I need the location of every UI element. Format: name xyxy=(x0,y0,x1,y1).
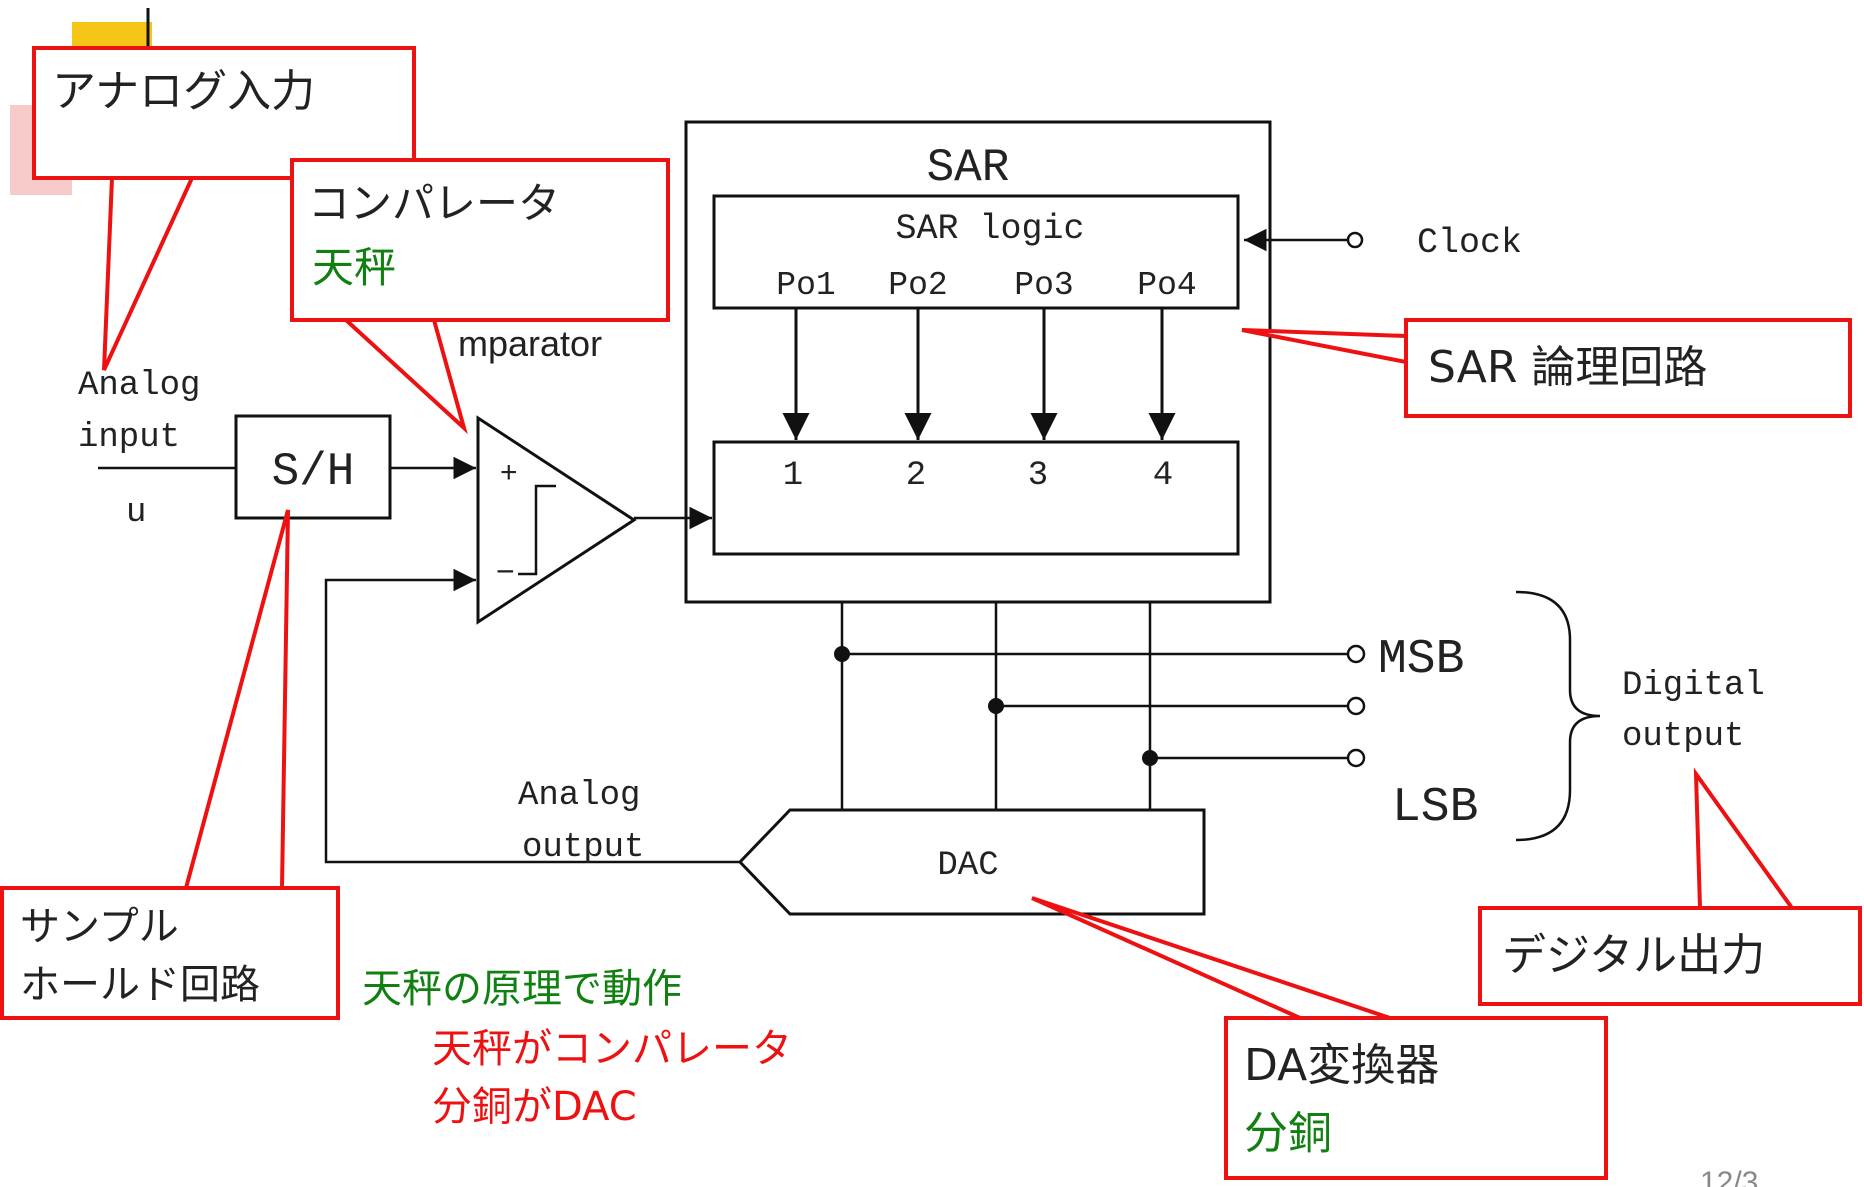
analog-input-label-2: input xyxy=(78,419,180,457)
reg-1: 1 xyxy=(783,457,803,495)
msb-junction xyxy=(834,646,850,662)
reg-3: 3 xyxy=(1028,457,1048,495)
sar-logic-callout-pointer xyxy=(1241,328,1407,364)
digital-output-brace xyxy=(1515,590,1601,842)
sar-box xyxy=(684,120,1272,604)
dac-label: DAC xyxy=(937,847,998,885)
comparator-callout-pointer xyxy=(344,318,468,435)
po2-label: Po2 xyxy=(888,267,947,304)
sample-hold-callout-text-1: サンプル xyxy=(20,904,179,950)
sample-hold-callout-pointer xyxy=(184,509,290,889)
principle-note-line-3: 分銅がDAC xyxy=(432,1084,637,1130)
page-number: 12/3 xyxy=(1700,1166,1758,1187)
sample-hold-callout-text-2: ホールド回路 xyxy=(20,962,260,1008)
principle-note-line-1: 天秤の原理で動作 xyxy=(362,966,682,1012)
dac-callout-pointer xyxy=(1031,896,1391,1020)
comparator-step-symbol xyxy=(518,484,556,576)
analog-input-label-1: Analog xyxy=(78,367,200,405)
mid-bit-junction xyxy=(988,698,1004,714)
analog-output-label-1: Analog xyxy=(518,777,640,815)
digital-output-callout-text: デジタル出力 xyxy=(1502,930,1765,981)
analog-input-callout-pointer xyxy=(102,177,194,371)
comparator-callout-text-1: コンパレータ xyxy=(308,179,560,228)
comparator-minus: − xyxy=(496,553,515,589)
po3-label: Po3 xyxy=(1014,267,1073,304)
comparator-label-fragment: mparator xyxy=(458,323,602,364)
lsb-terminal xyxy=(1346,748,1366,768)
comparator-plus: + xyxy=(500,456,518,489)
sample-hold-callout xyxy=(0,886,340,1020)
dac-callout-text-2: 分銅 xyxy=(1244,1108,1332,1159)
msb-terminal xyxy=(1346,644,1366,664)
analog-output-label-2: output xyxy=(522,829,644,867)
clock-label: Clock xyxy=(1417,223,1522,263)
sar-logic-box xyxy=(712,194,1240,310)
sar-logic-label: SAR logic xyxy=(895,209,1084,249)
analog-input-callout xyxy=(32,46,416,180)
sar-logic-callout-text: SAR 論理回路 xyxy=(1428,342,1707,393)
comparator-callout-text-2: 天秤 xyxy=(312,243,396,292)
sh-label: S/H xyxy=(272,446,355,498)
feedback-line xyxy=(324,568,742,864)
principle-note-line-2: 天秤がコンパレータ xyxy=(432,1026,792,1072)
po1-label: Po1 xyxy=(776,267,835,304)
comparator-triangle xyxy=(476,415,637,625)
lsb-label: LSB xyxy=(1392,781,1478,835)
comparator-callout xyxy=(290,158,670,322)
msb-label: MSB xyxy=(1378,633,1464,687)
reg-4: 4 xyxy=(1153,457,1173,495)
dac-callout xyxy=(1224,1016,1608,1180)
sar-logic-callout xyxy=(1404,318,1852,418)
register-box xyxy=(712,440,1240,556)
digital-output-label-2: output xyxy=(1622,718,1744,756)
input-symbol: u xyxy=(126,494,146,532)
mid-bit-terminal xyxy=(1346,696,1366,716)
dac-block xyxy=(737,808,1206,916)
reg-2: 2 xyxy=(906,457,926,495)
analog-input-callout-text: アナログ入力 xyxy=(52,66,315,117)
sar-title: SAR xyxy=(927,142,1010,194)
digital-output-callout xyxy=(1478,906,1862,1006)
lsb-junction xyxy=(1142,750,1158,766)
dac-callout-text-1: DA変換器 xyxy=(1244,1040,1439,1091)
digital-output-callout-pointer xyxy=(1693,767,1794,910)
clock-terminal xyxy=(1346,231,1364,249)
po4-label: Po4 xyxy=(1137,267,1196,304)
digital-output-label-1: Digital xyxy=(1622,667,1765,705)
